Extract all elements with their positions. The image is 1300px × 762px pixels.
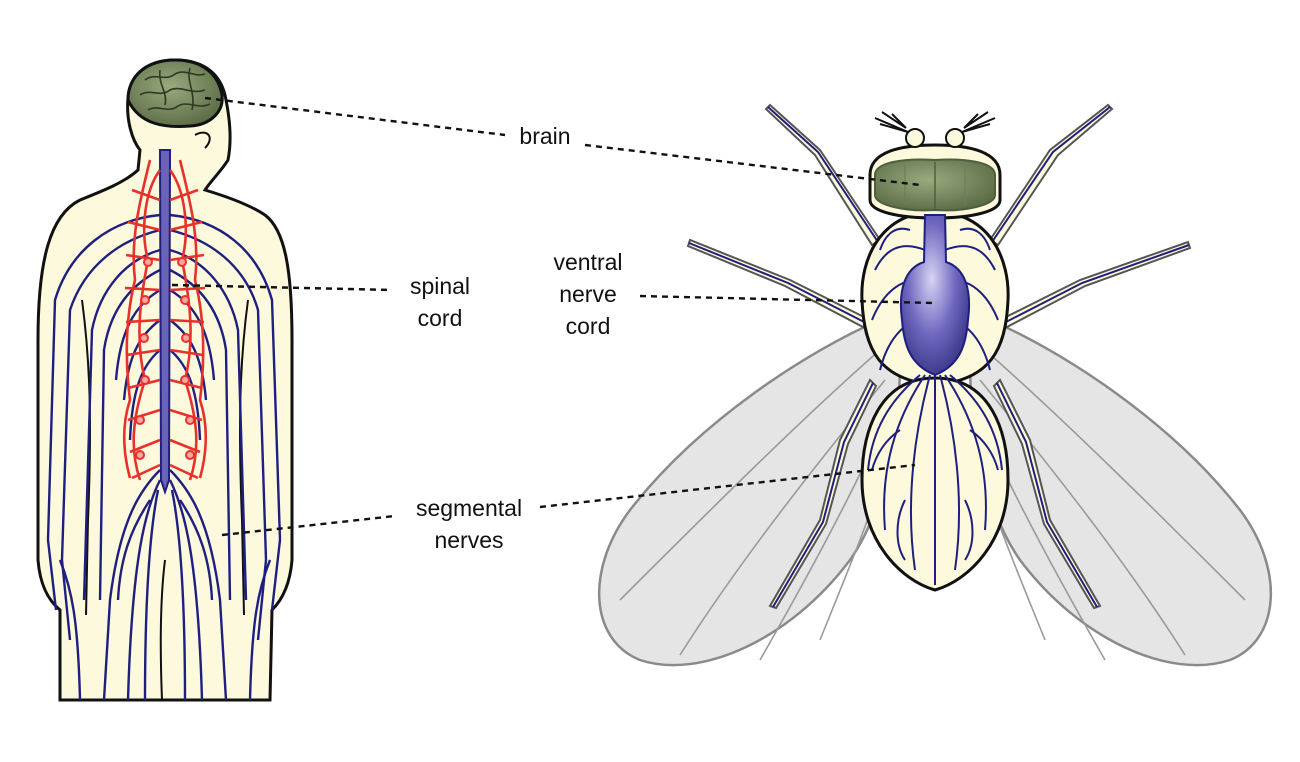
leader-segmental-human (221, 514, 396, 537)
fly-segmental-nerves (867, 227, 1003, 585)
label-ventral-line2: nerve (559, 281, 617, 307)
label-ventral-nerve-cord: ventral nerve cord (538, 246, 638, 342)
fly-brain (874, 158, 996, 212)
human-ear (194, 131, 211, 149)
human-brain (126, 58, 224, 128)
label-segmental-line2: nerves (434, 527, 504, 553)
leg-nerves (688, 106, 1190, 608)
human-spinal-cord (158, 149, 172, 496)
leader-brain-human (204, 96, 506, 137)
label-segmental-nerves: segmental nerves (396, 492, 542, 556)
spinal-nerve-roots (122, 159, 208, 481)
label-spinal-cord: spinal cord (392, 270, 488, 334)
label-ventral-line1: ventral (553, 249, 623, 275)
label-leader-lines (171, 96, 936, 537)
label-brain-text: brain (519, 123, 571, 149)
label-spinal-line2: cord (417, 305, 463, 331)
label-spinal-line1: spinal (409, 273, 471, 299)
human-figure (36, 58, 294, 702)
label-segmental-line1: segmental (415, 495, 523, 521)
fly-ventral-nerve-cord (899, 214, 971, 377)
leader-brain-fly (584, 143, 921, 187)
fly-figure (597, 103, 1273, 667)
leader-segmental-fly (539, 463, 916, 509)
leg-gap-line (159, 559, 166, 701)
label-ventral-line3: cord (565, 313, 611, 339)
leader-spinal-cord (171, 283, 393, 292)
fly-antennae (874, 111, 996, 148)
spinal-ganglia (135, 257, 195, 460)
leader-ventral-nerve-cord (639, 294, 936, 305)
label-brain: brain (505, 120, 585, 152)
